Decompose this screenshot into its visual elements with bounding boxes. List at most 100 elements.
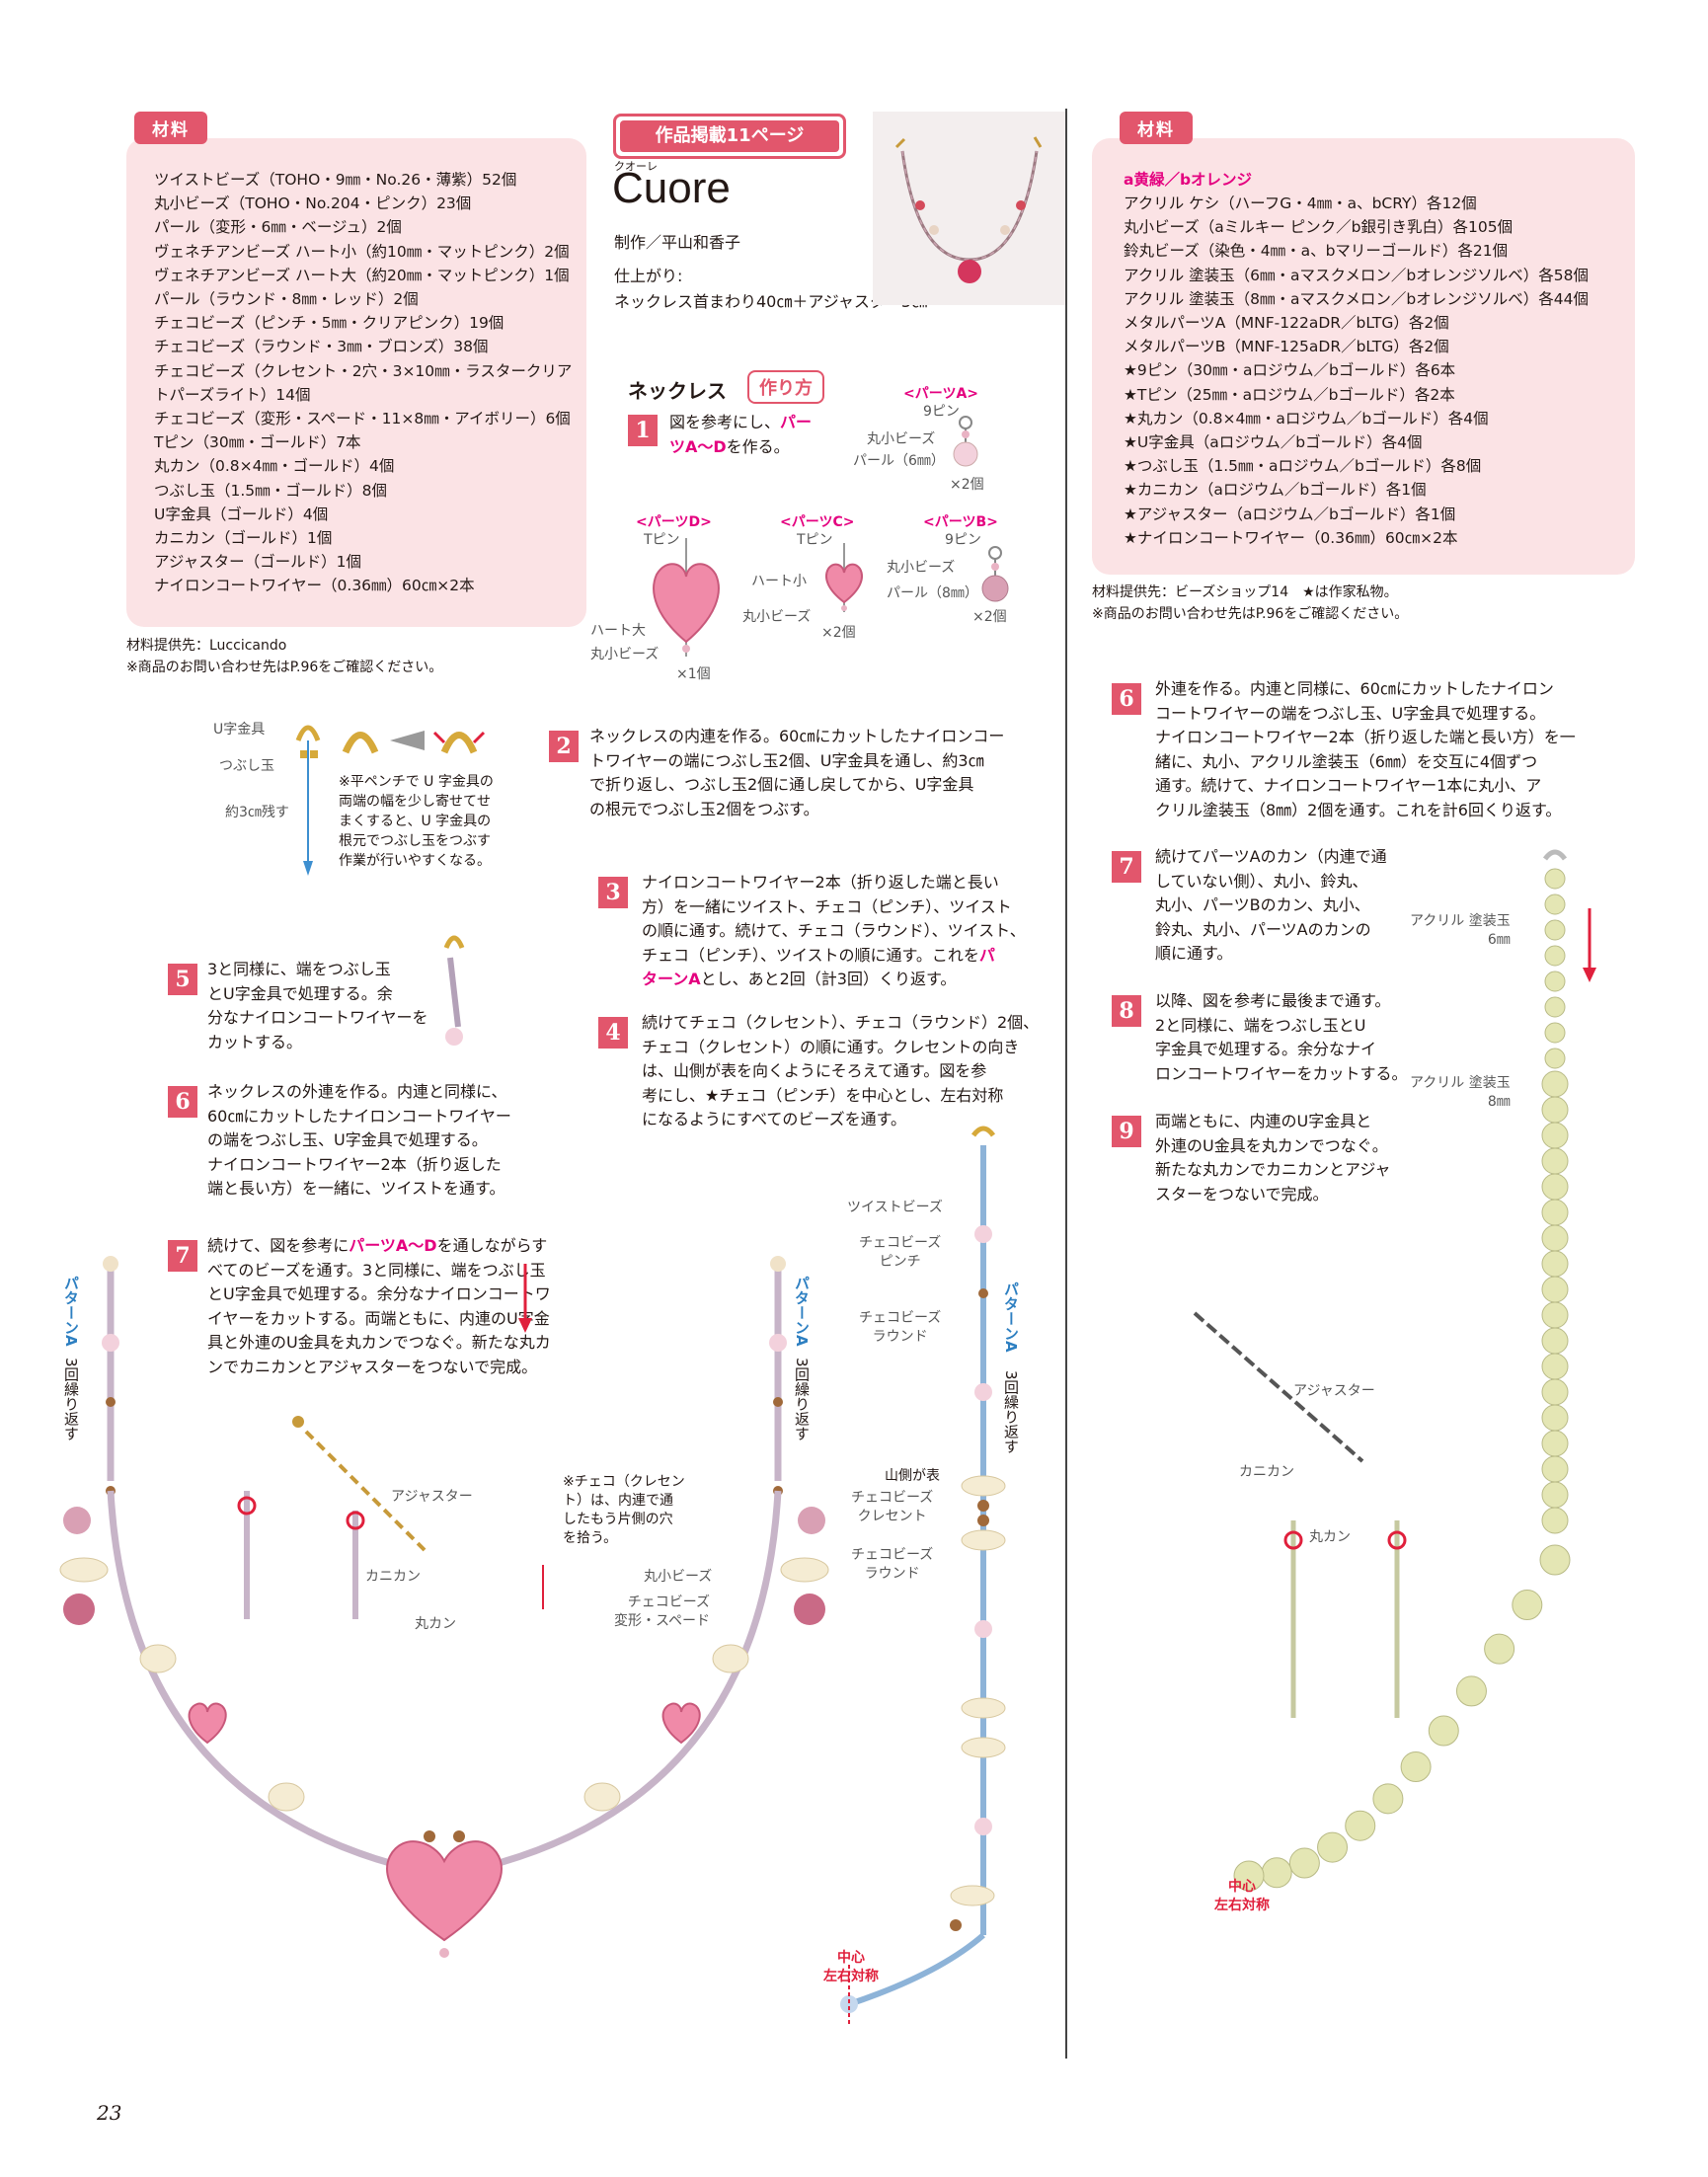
step-8-line: 2と同様に、端をつぶし玉とU: [1155, 1015, 1366, 1035]
acrylic-bead: [1541, 1096, 1569, 1124]
acrylic-bead: [1541, 1276, 1569, 1303]
left-material-line: 丸カン（0.8×4㎜・ゴールド）4個: [154, 457, 395, 476]
acr8-label-line: 8㎜: [1487, 1094, 1511, 1110]
part-d-title: <パーツD>: [636, 514, 712, 530]
step-6-left-line: 端と長い方）を一緒に、ツイストを通す。: [207, 1179, 505, 1198]
pattern-label-left: パターンA: [62, 1276, 80, 1347]
diagram-marukan: 丸カン: [415, 1616, 456, 1632]
acrylic-bead: [1541, 1199, 1569, 1226]
part-a-bead1: 丸小ビーズ: [867, 431, 936, 447]
right-material-line: アクリル ケシ（ハーフG・4㎜・a、bCRY）各12個: [1124, 194, 1477, 212]
diagram-spade: チェコビーズ変形・スペード: [614, 1594, 710, 1631]
crescent-label-line: クレセント: [857, 1509, 927, 1524]
step-9-number: 9: [1112, 1116, 1141, 1147]
finish-value: ネックレス首まわり40㎝＋アジャスター5㎝: [614, 292, 928, 311]
spade-label-line: チェコビーズ: [627, 1594, 711, 1610]
page-title: Cuore: [612, 164, 731, 212]
step-5-text: 3と同様に、端をつぶし玉とU字金具で処理する。余分なナイロンコートワイヤーをカッ…: [207, 958, 428, 1054]
step-5-number: 5: [168, 964, 197, 995]
step-2-line: の根元でつぶし玉2個をつぶす。: [589, 799, 819, 818]
acrylic-bead: [1541, 1173, 1569, 1201]
step-8-line: ロンコートワイヤーをカットする。: [1155, 1063, 1408, 1083]
left-material-line: パール（変形・6㎜・ベージュ）2個: [154, 218, 402, 237]
uclasp-figure: [295, 725, 486, 876]
label-center-left: 中心左右対称: [823, 1949, 879, 1986]
step-3-text: ナイロンコートワイヤー2本（折り返した端と長い 方）を一緒にツイスト、チェコ（ピ…: [642, 873, 1026, 988]
step-4-number: 4: [598, 1017, 628, 1049]
acrylic-bead: [1317, 1831, 1349, 1863]
finish-label: 仕上がり:: [614, 267, 683, 285]
acr6-label-line: 6㎜: [1487, 932, 1511, 948]
step-6-right-number: 6: [1112, 683, 1141, 715]
uclasp-note-line: 作業が行いやすくなる。: [339, 853, 491, 869]
part-a-title: <パーツA>: [903, 386, 979, 402]
title-ruby: クオーレ: [614, 160, 658, 173]
uclasp-note-line: 両端の幅を少し寄せてせ: [339, 794, 491, 810]
acrylic-bead: [1541, 1404, 1569, 1432]
part-c-bead: 丸小ビーズ: [742, 609, 812, 625]
left-material-line: ヴェネチアンビーズ ハート大（約20㎜・マットピンク）1個: [154, 266, 570, 284]
step-1-number: 1: [628, 415, 658, 446]
s3-line-4: とし、あと2回（計3回）くり返す。: [700, 970, 957, 988]
acrylic-bead: [1541, 1481, 1569, 1509]
acrylic-bead: [1544, 971, 1566, 992]
round2-label-line: チェコビーズ: [851, 1547, 934, 1563]
part-a-qty: ×2個: [950, 477, 984, 493]
acrylic-bead: [1512, 1590, 1543, 1621]
part-b-pin: 9ピン: [945, 532, 981, 548]
necklace-heading: ネックレス: [628, 379, 727, 403]
step-5-line: 分なナイロンコートワイヤーを: [207, 1008, 428, 1027]
step-6-left-line: 60㎝にカットしたナイロンコートワイヤー: [207, 1106, 511, 1126]
right-material-line: メタルパーツA（MNF-122aDR／bLTG）各2個: [1124, 314, 1449, 333]
part-d-bead: 丸小ビーズ: [590, 647, 660, 662]
acrylic-bead: [1544, 868, 1566, 890]
acrylic-bead: [1541, 1455, 1569, 1483]
left-materials-list: ツイストビーズ（TOHO・9㎜・No.26・薄紫）52個丸小ビーズ（TOHO・N…: [154, 168, 572, 598]
acrylic-bead: [1541, 1327, 1569, 1355]
left-material-line: ナイロンコートワイヤー（0.36㎜）60㎝×2本: [154, 577, 475, 595]
crescent-note-line: ※チェコ（クレセン: [563, 1474, 685, 1490]
left-supplier: 材料提供先：Luccicando: [126, 638, 287, 654]
column-divider: [1065, 109, 1067, 2059]
step-7-right-line: 続けてパーツAのカン（内連で通: [1155, 847, 1387, 866]
acrylic-bead: [1455, 1675, 1487, 1707]
label-round: チェコビーズラウンド: [859, 1309, 941, 1347]
left-material-line: チェコビーズ（ラウンド・3㎜・ブロンズ）38個: [154, 338, 489, 356]
center-label-line: 中心: [837, 1950, 865, 1966]
inner-strand-diagram: [840, 1126, 1006, 2024]
left-material-line: U字金具（ゴールド）4個: [154, 505, 329, 523]
right-material-line: メタルパーツB（MNF-125aDR／bLTG）各2個: [1124, 338, 1449, 356]
acrylic-bead: [1541, 1430, 1569, 1457]
step-2-text: ネックレスの内連を作る。60㎝にカットしたナイロンコートワイヤーの端につぶし玉2…: [589, 725, 1004, 821]
acrylic-bead: [1544, 945, 1566, 967]
label-round2: チェコビーズラウンド: [851, 1546, 933, 1584]
acrylic-bead: [1544, 1048, 1566, 1069]
step-6-left-line: ネックレスの外連を作る。内連と同様に、: [207, 1082, 507, 1101]
acrylic-bead: [1541, 1353, 1569, 1380]
step-6-right-line: ナイロンコートワイヤー2本（折り返した端と長い方）を一: [1155, 728, 1576, 746]
round2-label-line: ラウンド: [864, 1566, 920, 1582]
uclasp-note-line: 根元でつぶし玉をつぶす: [339, 833, 491, 849]
acrylic-bead: [1288, 1847, 1320, 1879]
crescent-note-line: を拾う。: [563, 1530, 618, 1546]
acrylic-bead: [1372, 1783, 1404, 1815]
step-2-line: トワイヤーの端につぶし玉2個、U字金具を通し、約3㎝: [589, 750, 984, 770]
part-b-figure: [981, 546, 1009, 602]
left-materials-box: [126, 138, 586, 627]
left-material-line: トパーズライト）14個: [154, 385, 311, 404]
part-b-title: <パーツB>: [923, 514, 998, 530]
center-right-label-line: 中心: [1228, 1879, 1256, 1895]
step-1-text: 図を参考にし、パー ツA〜Dを作る。: [669, 413, 813, 456]
left-inquiry: ※商品のお問い合わせ先はP.96をご確認ください。: [126, 660, 443, 675]
part-c-heart: ハート小: [751, 574, 807, 589]
step-6-right-line: 外連を作る。内連と同様に、60㎝にカットしたナイロン: [1155, 679, 1554, 698]
step5-figure: [443, 935, 465, 1046]
repeat-label-left: 3回繰り返す: [62, 1358, 80, 1441]
step-9-line: 外連のU金具を丸カンでつなぐ。: [1155, 1135, 1388, 1155]
left-material-line: ツイストビーズ（TOHO・9㎜・No.26・薄紫）52個: [154, 171, 517, 189]
crescent-label-line: チェコビーズ: [851, 1490, 934, 1506]
part-c-title: <パーツC>: [780, 514, 855, 530]
necklace-diagram: [59, 1256, 829, 1958]
step-5-line: 3と同様に、端をつぶし玉: [207, 960, 391, 978]
right-supplier: 材料提供先：ビーズショップ14 ★は作家私物。: [1092, 584, 1398, 600]
